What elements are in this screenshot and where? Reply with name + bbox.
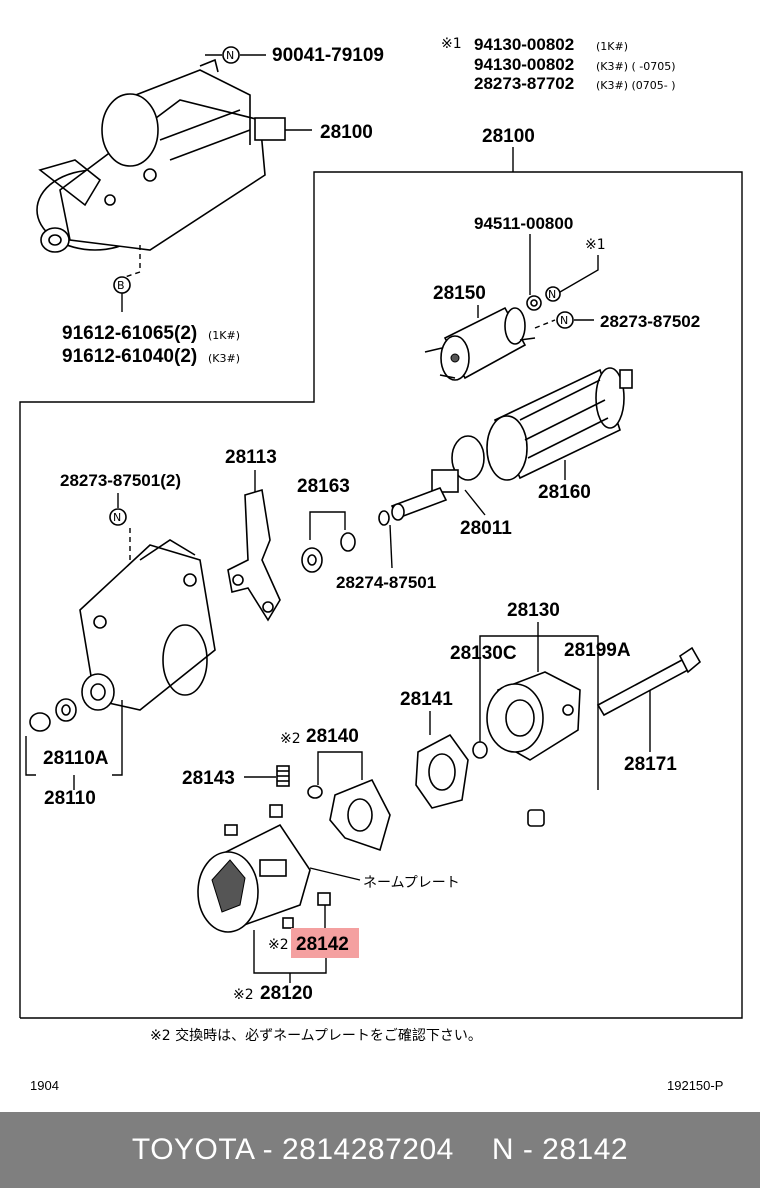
- label-28130: 28130: [507, 600, 560, 621]
- svg-text:(K3#) (0705- ): (K3#) (0705- ): [596, 79, 676, 92]
- brush-holder-28140-illustration: [329, 778, 391, 852]
- code-left: 1904: [30, 1078, 59, 1093]
- label-nameplate: ネームプレート: [363, 875, 460, 891]
- label-28142: 28142: [296, 934, 349, 955]
- label-28100-box: 28100: [482, 126, 535, 147]
- svg-text:N: N: [113, 511, 121, 524]
- note1-line2: 94130-00802: [474, 55, 574, 74]
- label-28141: 28141: [400, 689, 453, 710]
- mark-28120: ※2: [233, 987, 254, 1003]
- assembly-frame: [19, 171, 743, 1019]
- label-90041-79109: 90041-79109: [272, 45, 384, 66]
- footer-bar: TOYOTA - 2814287204 N - 28142: [0, 1112, 760, 1188]
- badge-n-90041: [222, 46, 240, 64]
- label-28143: 28143: [182, 768, 235, 789]
- label-28110: 28110: [44, 788, 96, 809]
- badge-n-mark1: [545, 286, 561, 302]
- plug-28110A: [29, 712, 51, 732]
- lever-28113-illustration: [227, 488, 281, 622]
- washer-28163-a: [301, 547, 323, 573]
- label-28199A: 28199A: [564, 640, 631, 661]
- label-94511-00800: 94511-00800: [474, 214, 573, 233]
- highlight-28142: [291, 928, 359, 958]
- svg-text:N: N: [560, 314, 568, 327]
- note2: ※2 交換時は、必ずネームプレートをご確認下さい。: [150, 1027, 482, 1044]
- starter-assembly-illustration: [36, 58, 286, 253]
- label-28110A: 28110A: [43, 748, 109, 769]
- armature-illustration: [390, 367, 633, 521]
- label-28273-87502: 28273-87502: [600, 312, 700, 331]
- through-bolt-28171: [596, 646, 702, 717]
- plate-28141-illustration: [415, 733, 469, 809]
- label-28160: 28160: [538, 482, 591, 503]
- note1-mark: ※1: [441, 36, 462, 52]
- spring-28143: [276, 765, 290, 787]
- ring-28274: [378, 510, 390, 526]
- note1-line3: 28273-87702: [474, 74, 574, 93]
- code-right: 192150-P: [667, 1078, 723, 1093]
- label-28130C: 28130C: [450, 643, 517, 664]
- clip-28140: [307, 785, 323, 799]
- label-28150: 28150: [433, 283, 486, 304]
- svg-text:N: N: [548, 288, 556, 301]
- label-28274-87501: 28274-87501: [336, 573, 436, 592]
- svg-text:(K3#) ( -0705): (K3#) ( -0705): [596, 60, 676, 73]
- bushing-28110: [55, 698, 77, 722]
- label-28011: 28011: [460, 518, 512, 539]
- footer-text: TOYOTA - 2814287204 N - 28142: [132, 1133, 628, 1167]
- label-28171: 28171: [624, 754, 677, 775]
- washer-94511: [526, 295, 542, 311]
- svg-text:(1K#): (1K#): [596, 40, 628, 53]
- note1-line1: 94130-00802: [474, 35, 574, 54]
- mark1-small: ※1: [585, 237, 606, 253]
- mark-28140: ※2: [280, 731, 301, 747]
- solenoid-illustration: [424, 306, 536, 381]
- parts-diagram: N 90041-79109 28100 B 91612-61065(2) (1K…: [19, 35, 743, 1093]
- svg-text:N: N: [226, 49, 234, 62]
- svg-text:(K3#): (K3#): [208, 352, 240, 365]
- svg-text:B: B: [117, 279, 125, 292]
- mark-28142: ※2: [268, 937, 289, 953]
- label-28120: 28120: [260, 983, 313, 1004]
- svg-text:(1K#): (1K#): [208, 329, 240, 342]
- badge-n-87502: [556, 311, 574, 329]
- label-28113: 28113: [225, 447, 277, 468]
- nut-28199A: [527, 809, 545, 827]
- label-28163: 28163: [297, 476, 350, 497]
- label-91612-61065: 91612-61065(2): [62, 323, 197, 344]
- footer-brand-part: TOYOTA - 2814287204: [131, 1133, 454, 1166]
- ring-28130C: [472, 741, 488, 759]
- label-28140: 28140: [306, 726, 359, 747]
- label-28273-87501: 28273-87501(2): [60, 471, 181, 490]
- end-frame-28130-illustration: [486, 671, 581, 761]
- washer-28163-b: [340, 532, 356, 552]
- footer-ref: N - 28142: [491, 1133, 629, 1166]
- label-91612-61040: 91612-61040(2): [62, 346, 197, 367]
- badge-n-87501: [109, 508, 127, 526]
- yoke-28120-illustration: [197, 804, 331, 933]
- label-28100-top: 28100: [320, 122, 373, 143]
- housing-28110-illustration: [79, 539, 216, 711]
